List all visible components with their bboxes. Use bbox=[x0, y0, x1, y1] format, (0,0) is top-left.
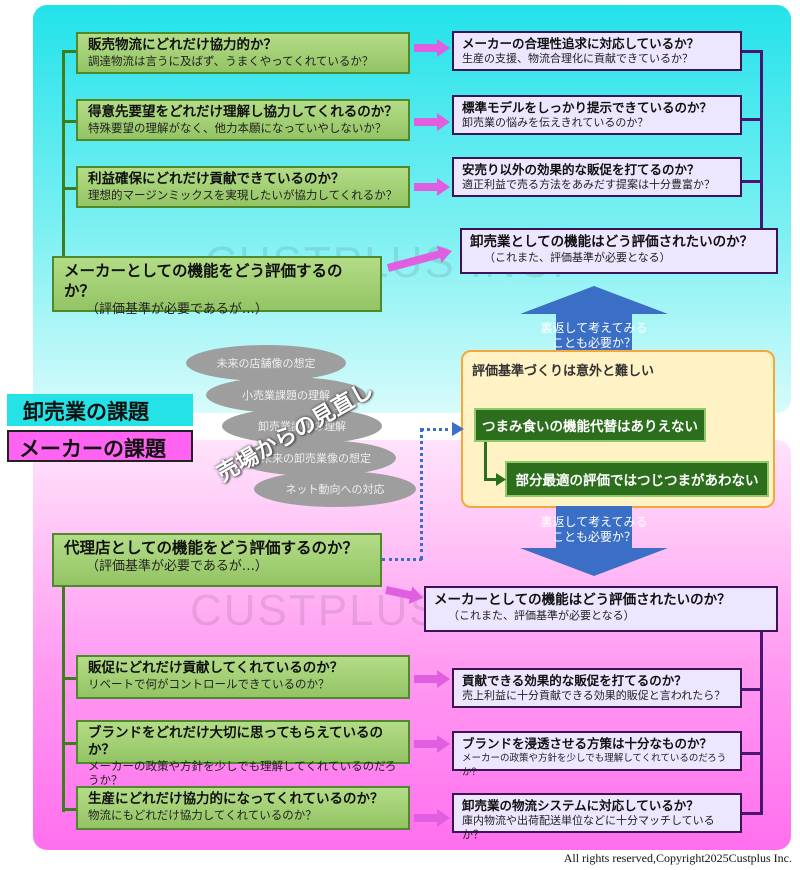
center-box-1: つまみ食いの機能代替はありえない bbox=[474, 408, 706, 442]
dotted-connector bbox=[420, 428, 423, 560]
main-question-title: メーカーとしての機能をどう評価するのか？ bbox=[64, 262, 343, 300]
ellipse-item: 未来の店舗像の想定 bbox=[186, 345, 346, 381]
pink-arrow bbox=[414, 809, 450, 827]
top-answer-branch bbox=[740, 50, 763, 53]
question-sub: リベートで何がコントロールできているのか？ bbox=[88, 677, 330, 691]
bottom-tree-branch bbox=[62, 677, 78, 680]
main-question-title: 代理店としての機能をどう評価するのか？ bbox=[64, 539, 359, 557]
ellipse-item: ネット動向への対応 bbox=[254, 471, 416, 507]
top-answer-branch bbox=[740, 180, 763, 183]
answer-title: ブランドを浸透させる方策は十分なものか？ bbox=[462, 736, 713, 751]
label-maker-issues: メーカーの課題 bbox=[7, 430, 193, 462]
center-box-2: 部分最適の評価ではつじつまがあわない bbox=[505, 461, 769, 497]
copyright-text: All rights reserved,Copyright2025Custplu… bbox=[563, 851, 792, 865]
top-tree-branch bbox=[62, 120, 78, 123]
answer-sub: 売上利益に十分貢献できる効果的販促と言われたら？ bbox=[462, 689, 726, 702]
top-question-2: 得意先要望をどれだけ理解し協力してくれるのか？ 特殊要望の理解がなく、他力本願に… bbox=[76, 99, 410, 141]
pink-arrow bbox=[414, 113, 450, 131]
question-sub: 理想的マージンミックスを実現したいが協力してくれるか？ bbox=[88, 188, 398, 202]
bottom-answer-main: メーカーとしての機能はどう評価されたいのか？ （これまた、評価基準が必要となる） bbox=[424, 586, 778, 632]
bottom-question-1: 販促にどれだけ貢献してくれているのか？ リベートで何がコントロールできているのか… bbox=[76, 655, 410, 699]
answer-main-sub: （これまた、評価基準が必要となる） bbox=[448, 609, 635, 622]
ellipse-item: 小売業課題の理解 bbox=[206, 377, 366, 413]
answer-main-sub: （これまた、評価基準が必要となる） bbox=[484, 251, 671, 264]
down-arrow-text: 裏返して考えてみる ことも必要か？ bbox=[540, 515, 648, 545]
center-connector bbox=[484, 442, 487, 480]
up-arrow-text-line: ことも必要か？ bbox=[551, 336, 636, 350]
top-answer-branch bbox=[740, 118, 763, 121]
bottom-tree-line bbox=[62, 586, 65, 812]
question-sub: メーカーの政策や方針を少しでも理解してくれているのだろうか？ bbox=[88, 759, 397, 787]
bottom-answer-tree-line bbox=[760, 632, 763, 814]
center-title: 評価基準づくりは意外と難しい bbox=[472, 364, 655, 379]
up-arrow-text: 裏返して考えてみる ことも必要か？ bbox=[540, 321, 648, 351]
maker-panel bbox=[33, 440, 791, 850]
top-answer-1: メーカーの合理性追求に対応しているか？ 生産の支援、物流合理化に貢献できているか… bbox=[452, 31, 742, 71]
pink-arrow bbox=[414, 670, 450, 688]
question-title: ブランドをどれだけ大切に思ってもらえているのか？ bbox=[88, 725, 383, 758]
question-sub: 特殊要望の理解がなく、他力本願になっていやしないか？ bbox=[88, 121, 387, 135]
bottom-tree-branch bbox=[62, 742, 78, 745]
dotted-arrow-head bbox=[452, 422, 464, 436]
pink-arrow bbox=[414, 735, 450, 753]
answer-main-title: 卸売業としての機能はどう評価されたいのか？ bbox=[470, 234, 754, 250]
answer-sub: 卸売業の悩みを伝えきれているのか？ bbox=[462, 116, 649, 129]
answer-sub: 適正利益で売る方法をあみだす提案は十分豊富か？ bbox=[462, 178, 715, 191]
bottom-tree-branch bbox=[62, 808, 78, 811]
center-arrow-head bbox=[496, 473, 506, 486]
top-main-question: メーカーとしての機能をどう評価するのか？ （評価基準が必要であるが…） bbox=[52, 256, 382, 317]
down-arrow-text-line: ことも必要か？ bbox=[551, 530, 636, 544]
question-title: 利益確保にどれだけ貢献できているのか？ bbox=[88, 171, 345, 187]
label-wholesaler-issues: 卸売業の課題 bbox=[7, 394, 193, 426]
top-tree-line bbox=[62, 50, 65, 260]
answer-title: 標準モデルをしっかり提示できているのか？ bbox=[462, 100, 713, 115]
bottom-answer-3: 卸売業の物流システムに対応しているか？ 庫内物流や出荷配送単位などに十分マッチし… bbox=[452, 793, 742, 841]
down-arrow-text-line: 裏返して考えてみる bbox=[540, 515, 648, 529]
answer-sub: 生産の支援、物流合理化に貢献できているか？ bbox=[462, 52, 693, 65]
question-title: 販売物流にどれだけ協力的か？ bbox=[88, 37, 277, 53]
up-block-arrow bbox=[520, 286, 668, 356]
pink-arrow bbox=[414, 178, 450, 196]
top-tree-branch bbox=[62, 50, 78, 53]
ellipse-item: 未来の卸売業像の想定 bbox=[236, 440, 396, 476]
answer-main-title: メーカーとしての機能はどう評価されたいのか？ bbox=[434, 592, 731, 608]
question-title: 販促にどれだけ貢献してくれているのか？ bbox=[88, 660, 344, 676]
question-title: 得意先要望をどれだけ理解し協力してくれるのか？ bbox=[88, 104, 398, 120]
top-answer-tree-line bbox=[760, 50, 763, 250]
main-question-sub: （評価基準が必要であるが…） bbox=[86, 559, 268, 574]
bottom-answer-branch bbox=[740, 752, 763, 755]
answer-title: 貢献できる効果的な販促を打てるのか？ bbox=[462, 673, 687, 688]
up-arrow-text-line: 裏返して考えてみる bbox=[540, 321, 648, 335]
top-answer-2: 標準モデルをしっかり提示できているのか？ 卸売業の悩みを伝えきれているのか？ bbox=[452, 95, 742, 135]
bottom-question-3: 生産にどれだけ協力的になってくれているのか？ 物流にもどれだけ協力してくれている… bbox=[76, 786, 410, 830]
dotted-connector bbox=[420, 428, 456, 431]
top-answer-3: 安売り以外の効果的な販促を打てるのか？ 適正利益で売る方法をあみだす提案は十分豊… bbox=[452, 157, 742, 197]
pink-arrow bbox=[414, 39, 450, 57]
bottom-answer-branch bbox=[740, 688, 763, 691]
top-answer-main: 卸売業としての機能はどう評価されたいのか？ （これまた、評価基準が必要となる） bbox=[460, 228, 778, 274]
answer-title: メーカーの合理性追求に対応しているか？ bbox=[462, 36, 700, 51]
bottom-answer-2: ブランドを浸透させる方策は十分なものか？ メーカーの政策や方針を少しでも理解して… bbox=[452, 731, 742, 778]
main-question-sub: （評価基準が必要であるが…） bbox=[86, 302, 268, 317]
answer-sub: メーカーの政策や方針を少しでも理解してくれているのだろうか？ bbox=[462, 753, 727, 778]
bottom-main-question: 代理店としての機能をどう評価するのか？ （評価基準が必要であるが…） bbox=[52, 533, 382, 587]
answer-sub: 庫内物流や出荷配送単位などに十分マッチしているか？ bbox=[462, 814, 715, 841]
answer-title: 卸売業の物流システムに対応しているか？ bbox=[462, 798, 699, 813]
question-title: 生産にどれだけ協力的になってくれているのか？ bbox=[88, 791, 384, 807]
top-tree-branch bbox=[62, 187, 78, 190]
dotted-connector bbox=[382, 558, 422, 561]
question-sub: 調達物流は言うに及ばず、うまくやってくれているか？ bbox=[88, 54, 374, 68]
bottom-question-2: ブランドをどれだけ大切に思ってもらえているのか？ メーカーの政策や方針を少しでも… bbox=[76, 720, 410, 787]
top-question-1: 販売物流にどれだけ協力的か？ 調達物流は言うに及ばず、うまくやってくれているか？ bbox=[76, 32, 410, 74]
bottom-answer-branch bbox=[740, 812, 763, 815]
center-connector bbox=[484, 478, 500, 481]
down-block-arrow bbox=[520, 506, 668, 576]
ellipse-item: 卸売業課題の理解 bbox=[222, 408, 382, 444]
answer-title: 安売り以外の効果的な販促を打てるのか？ bbox=[462, 162, 700, 177]
top-question-3: 利益確保にどれだけ貢献できているのか？ 理想的マージンミックスを実現したいが協力… bbox=[76, 166, 410, 208]
question-sub: 物流にもどれだけ協力してくれているのか？ bbox=[88, 808, 317, 822]
bottom-answer-1: 貢献できる効果的な販促を打てるのか？ 売上利益に十分貢献できる効果的販促と言われ… bbox=[452, 668, 742, 708]
